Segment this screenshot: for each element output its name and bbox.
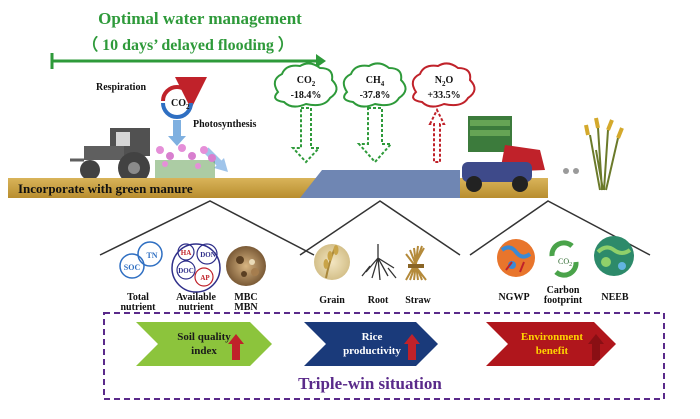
total-nutrient-venn-icon: SOC TN (119, 241, 163, 279)
svg-text:CH4: CH4 (366, 75, 385, 88)
gas-co2-subscript: 2 (312, 80, 316, 88)
available-nutrient-label-2: nutrient (179, 302, 215, 313)
root-label: Root (368, 295, 389, 306)
carbon-footprint-label-2: footprint (544, 295, 583, 306)
tractor-icon (70, 128, 150, 184)
ha-label: HA (181, 249, 192, 257)
outcome-rice-productivity: Rice productivity (304, 322, 438, 366)
total-nutrient-label-2: nutrient (121, 302, 157, 313)
tn-label: TN (146, 251, 157, 260)
grain-label: Grain (319, 295, 345, 306)
outcome-rice-line-1: Rice (362, 331, 383, 343)
don-label: DON (200, 251, 216, 259)
green-manure-flowers-icon (155, 144, 216, 178)
cycle-co2-label: CO (171, 98, 186, 109)
gas-n2o-up-arrow-icon (428, 107, 446, 163)
flood-water (300, 170, 460, 198)
ap-label: AP (200, 274, 210, 282)
neeb-label: NEEB (601, 292, 629, 303)
svg-text:N2O: N2O (435, 75, 454, 88)
header-title: Optimal water management (98, 9, 302, 28)
gas-ch4-change: -37.8% (360, 90, 391, 101)
outcome-env-line-2: benefit (536, 345, 569, 357)
summary-label: Triple-win situation (298, 374, 442, 393)
total-nutrient-label-1: Total (127, 292, 149, 303)
env-increase-arrow-icon (588, 334, 604, 360)
doc-label: DOC (178, 267, 194, 275)
ngwp-label: NGWP (498, 292, 529, 303)
outcome-soil-line-1: Soil quality (177, 331, 231, 343)
svg-text:CO2: CO2 (297, 75, 316, 88)
gas-ch4-cloud: CH4 -37.8% (342, 62, 407, 108)
respiration-label: Respiration (96, 82, 146, 93)
outcome-rice-line-2: productivity (343, 345, 401, 357)
straw-icon (405, 245, 427, 281)
soil-bar-label: Incorporate with green manure (18, 181, 193, 196)
microbial-biomass-icon (226, 246, 266, 286)
mbc-label: MBC (234, 292, 257, 303)
carbon-cycle-icon: CO2 (161, 76, 207, 119)
footprint-co2-subscript: 2 (569, 262, 572, 268)
gas-n2o-tail: O (445, 75, 453, 86)
photosynthesis-label: Photosynthesis (193, 119, 256, 130)
outcome-environment-benefit: Environment benefit (486, 322, 616, 366)
svg-text:CO2: CO2 (558, 257, 572, 268)
gas-co2-down-arrow-icon (290, 107, 322, 164)
available-nutrient-label-1: Available (176, 292, 216, 303)
summary-box (103, 312, 665, 400)
header-subtitle: （ 10 days’ delayed flooding ） (82, 36, 294, 54)
dots-ellipsis (563, 168, 579, 174)
gas-n2o-formula: N (435, 75, 443, 86)
cycle-co2-subscript: 2 (186, 103, 190, 111)
gas-co2-cloud: CO2 -18.4% (273, 62, 338, 108)
grain-icon (314, 244, 350, 280)
straw-label: Straw (405, 295, 431, 306)
duration-arrow (50, 53, 326, 69)
gas-n2o-subscript: 2 (442, 80, 446, 88)
available-nutrient-venn-icon: HA DON DOC AP (171, 243, 221, 293)
carbon-footprint-label-1: Carbon (547, 285, 580, 296)
gas-co2-change: -18.4% (291, 90, 322, 101)
mbn-label: MBN (234, 302, 258, 313)
outcome-soil-line-2: index (191, 345, 217, 357)
footprint-co2-label: CO (558, 257, 569, 266)
carbon-footprint-icon: CO2 (549, 240, 579, 278)
root-icon (361, 244, 397, 281)
rice-transplanter-icon (462, 116, 545, 192)
gas-co2-formula: CO (297, 75, 312, 86)
soil-quality-roof (99, 200, 315, 256)
rice-plant-icon (584, 117, 624, 191)
outcome-env-line-1: Environment (521, 331, 583, 343)
ngwp-globe-icon (497, 239, 535, 277)
rice-productivity-roof (299, 200, 461, 256)
gas-n2o-change: +33.5% (427, 90, 460, 101)
svg-text:CO2: CO2 (171, 98, 190, 111)
soil-increase-arrow-icon (228, 334, 244, 360)
gas-ch4-subscript: 4 (381, 80, 385, 88)
gas-ch4-down-arrow-icon (356, 107, 394, 164)
neeb-earth-icon (594, 236, 634, 276)
outcome-soil-quality: Soil quality index (136, 322, 272, 366)
rice-increase-arrow-icon (404, 334, 420, 360)
gas-ch4-formula: CH (366, 75, 381, 86)
soc-label: SOC (124, 263, 141, 272)
gas-n2o-cloud: N2O +33.5% (411, 62, 476, 108)
